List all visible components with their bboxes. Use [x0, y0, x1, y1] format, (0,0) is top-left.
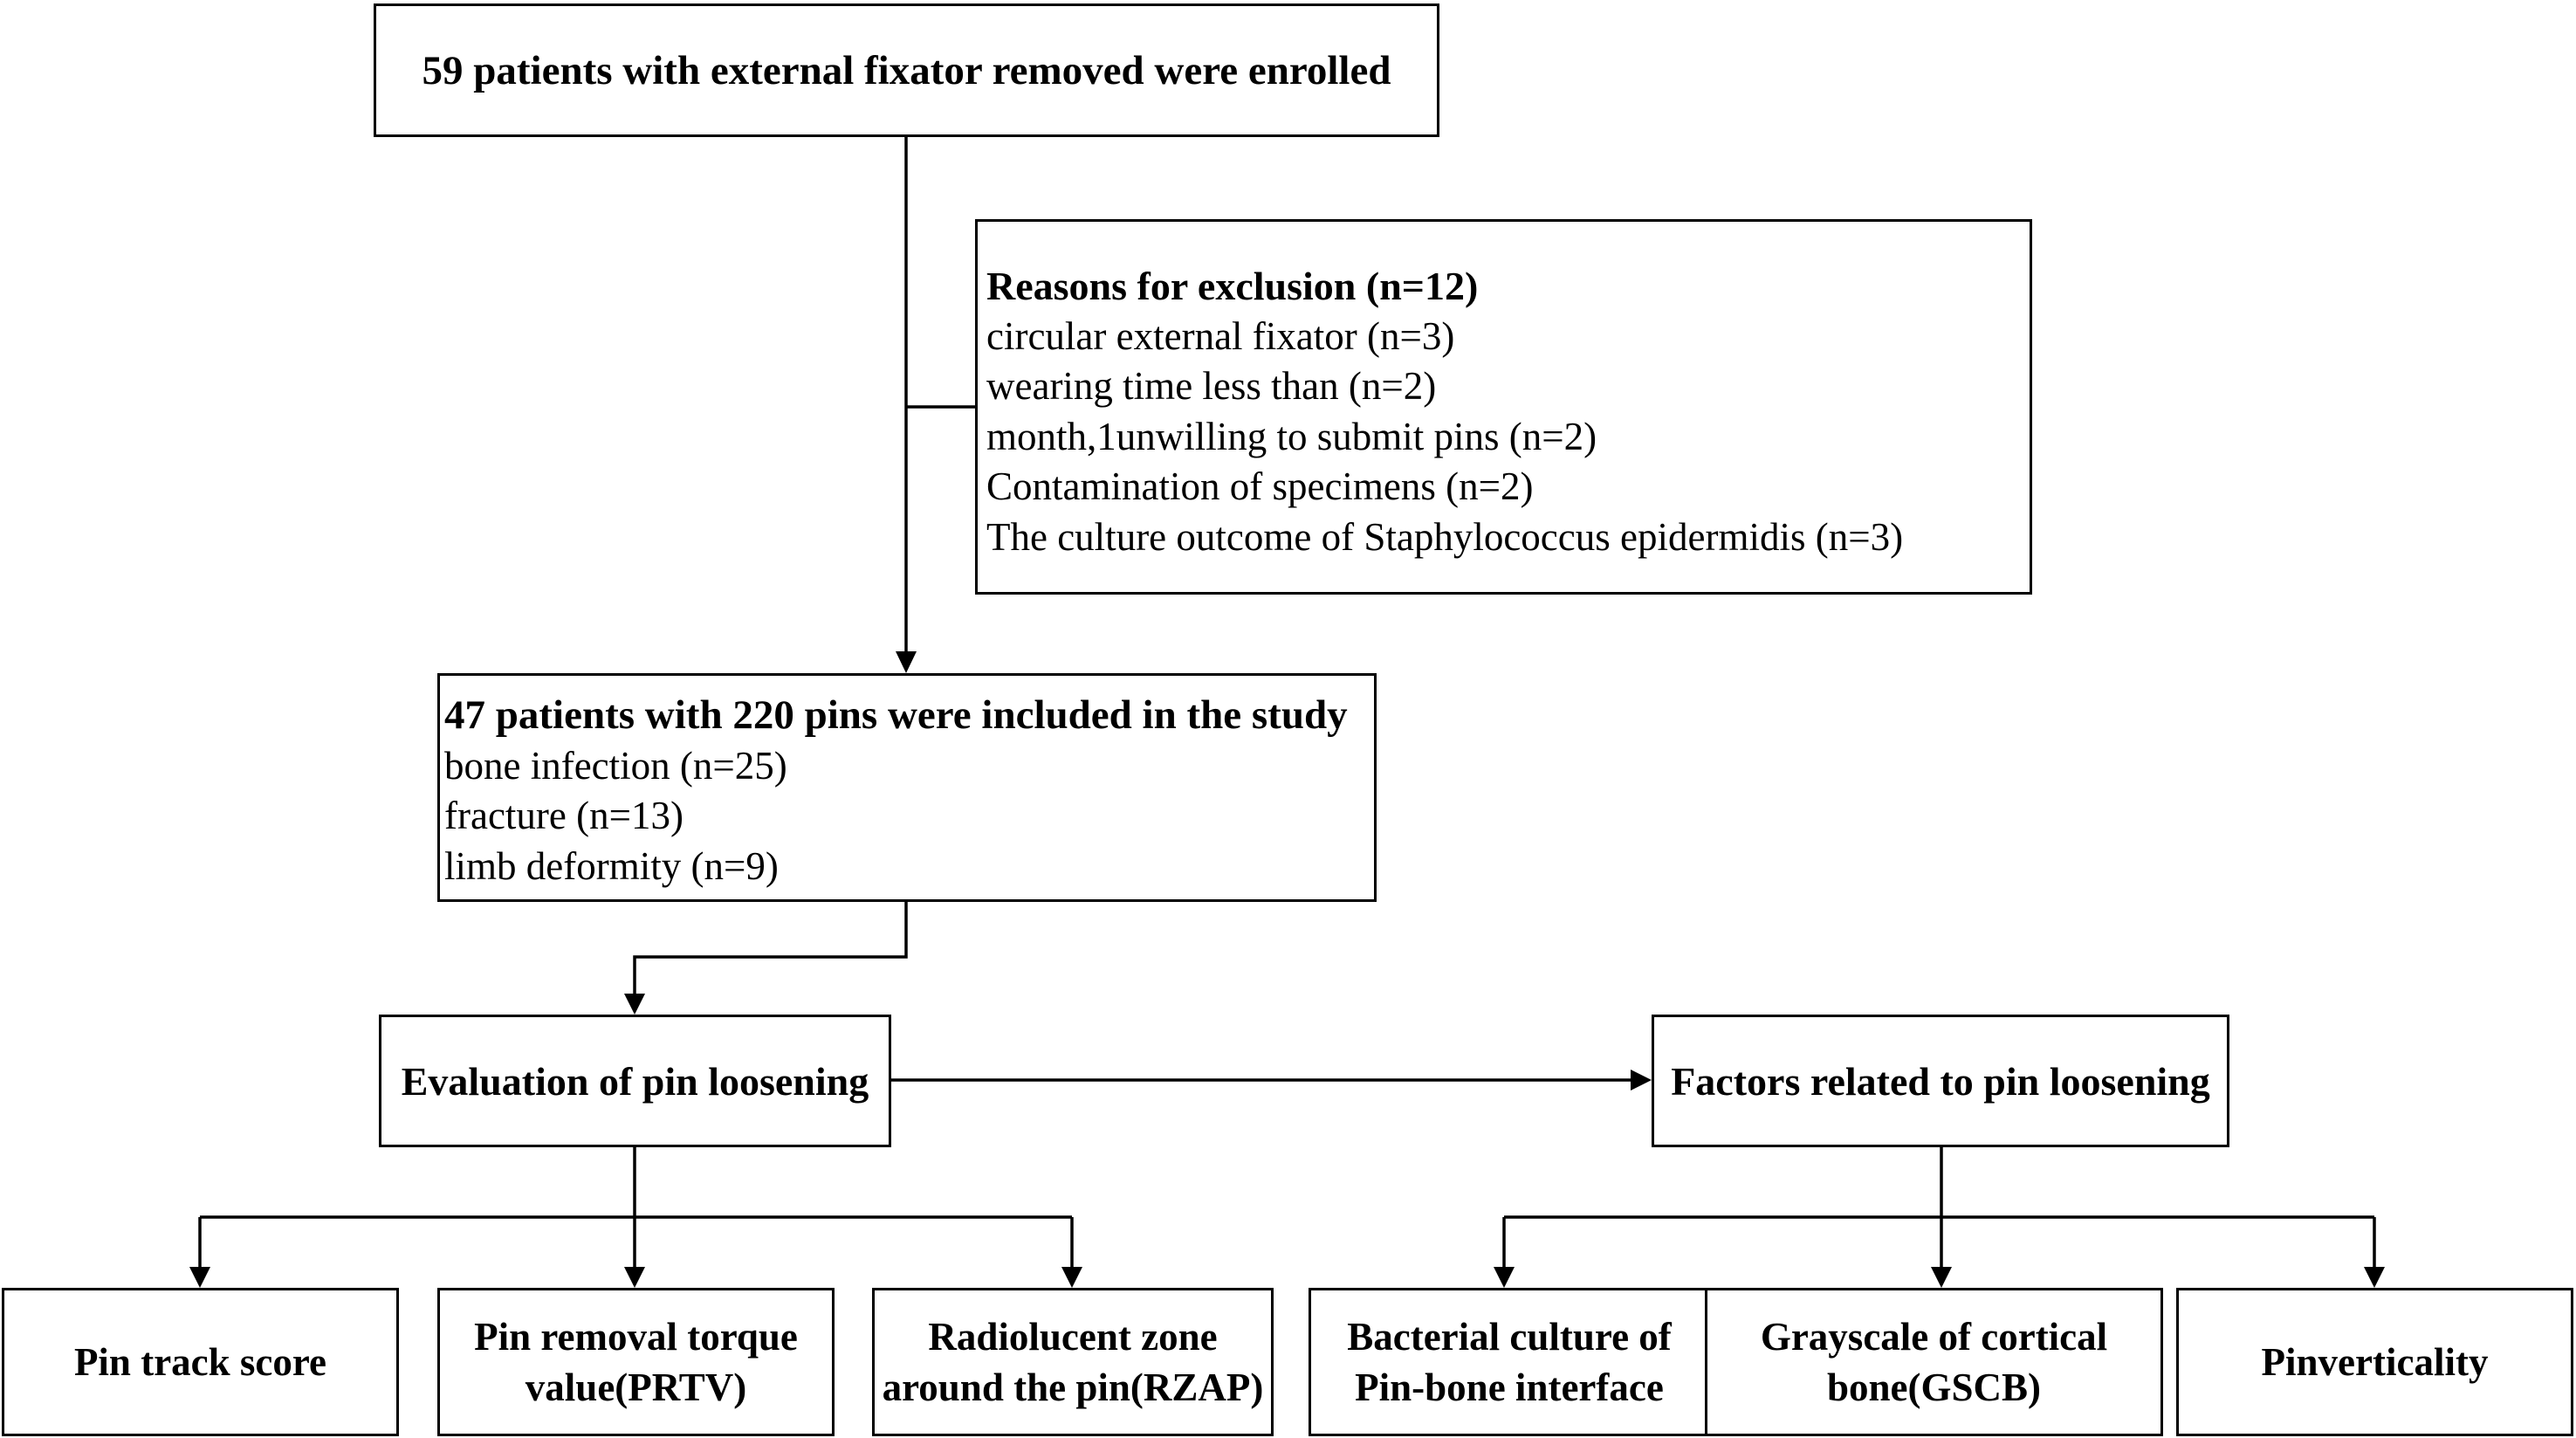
exclusion-item: circular external fixator (n=3)	[986, 313, 1455, 358]
evaluation-box: Evaluation of pin loosening	[379, 1015, 891, 1147]
pinverticality-label: Pinverticality	[2261, 1340, 2489, 1384]
gscb-label-line-1: Grayscale of cortical	[1760, 1315, 2108, 1359]
exclusion-item: The culture outcome of Staphylococcus ep…	[986, 514, 1904, 559]
included-item: fracture (n=13)	[444, 794, 683, 837]
pin-track-score-label: Pin track score	[73, 1340, 327, 1384]
exclusion-item: wearing time less than (n=2)	[986, 364, 1437, 408]
rzap-label-line-2: around the pin(RZAP)	[882, 1366, 1264, 1409]
arrowhead-pinverticality	[2364, 1267, 2385, 1288]
arrowhead-evaluation	[624, 994, 645, 1015]
bacterial-culture-box: Bacterial culture of Pin-bone interface	[1309, 1288, 1710, 1436]
bacterial-culture-label-line-1: Bacterial culture of	[1347, 1315, 1672, 1359]
arrowhead-pin-track	[189, 1267, 210, 1288]
pinverticality-box: Pinverticality	[2176, 1288, 2573, 1436]
exclusion-item: Contamination of specimens (n=2)	[986, 464, 1534, 508]
evaluation-label: Evaluation of pin loosening	[401, 1058, 869, 1104]
exclusion-item: month,1unwilling to submit pins (n=2)	[986, 414, 1597, 458]
connector-included-to-evaluation	[633, 902, 908, 995]
arrowhead-bacterial	[1494, 1267, 1515, 1288]
gscb-label-line-2: bone(GSCB)	[1826, 1366, 2042, 1409]
rzap-box: Radiolucent zone around the pin(RZAP)	[872, 1288, 1274, 1436]
gscb-box: Grayscale of cortical bone(GSCB)	[1705, 1288, 2163, 1436]
included-item: limb deformity (n=9)	[444, 843, 779, 888]
exclusion-box: Reasons for exclusion (n=12) circular ex…	[975, 219, 2032, 595]
bacterial-culture-label-line-2: Pin-bone interface	[1355, 1366, 1664, 1409]
exclusion-heading: Reasons for exclusion (n=12)	[986, 264, 1479, 308]
rzap-label-line-1: Radiolucent zone	[928, 1315, 1218, 1359]
prtv-box: Pin removal torque value(PRTV)	[437, 1288, 835, 1436]
arrowhead-rzap	[1061, 1267, 1082, 1288]
prtv-label-line-1: Pin removal torque	[474, 1315, 798, 1359]
factors-box: Factors related to pin loosening	[1652, 1015, 2229, 1147]
arrowhead-included	[896, 651, 917, 673]
enrolled-label: 59 patients with external fixator remove…	[422, 47, 1391, 93]
prtv-label-line-2: value(PRTV)	[525, 1366, 747, 1409]
arrowhead-prtv	[624, 1267, 645, 1288]
arrowhead-gscb	[1931, 1267, 1952, 1288]
arrowhead-factors	[1631, 1070, 1652, 1091]
factors-label: Factors related to pin loosening	[1671, 1058, 2210, 1104]
included-box: 47 patients with 220 pins were included …	[437, 673, 1377, 902]
included-heading: 47 patients with 220 pins were included …	[444, 692, 1348, 738]
included-item: bone infection (n=25)	[444, 743, 787, 788]
pin-track-score-box: Pin track score	[2, 1288, 399, 1436]
enrolled-box: 59 patients with external fixator remove…	[374, 3, 1439, 137]
